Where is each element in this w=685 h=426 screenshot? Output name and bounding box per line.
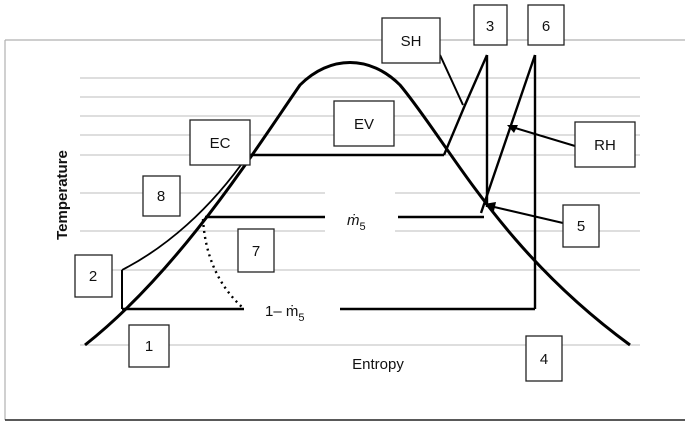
leader-5	[489, 205, 564, 224]
arrowhead-5	[484, 202, 496, 211]
state-box-5	[562, 204, 600, 248]
state-label-7: 7	[252, 243, 260, 260]
leader-sh	[439, 54, 464, 106]
saturation-dome	[84, 61, 631, 347]
leader-rh	[511, 126, 576, 147]
component-box-sh	[381, 17, 441, 64]
state-label-3: 3	[486, 18, 494, 35]
state-box-3	[473, 4, 508, 46]
stream-label-rest-symbol: 1– ṁ	[265, 303, 298, 320]
state-label-4: 4	[540, 351, 548, 368]
state-box-7	[237, 228, 275, 273]
stream-label-rest-subscript: 5	[298, 312, 304, 324]
component-box-ev	[333, 100, 395, 147]
dotted-condensate-line	[201, 218, 243, 308]
component-label-ev: EV	[354, 116, 374, 133]
stream-label-main: ṁ5	[347, 212, 366, 233]
component-label-ec: EC	[210, 135, 231, 152]
component-label-rh: RH	[594, 137, 616, 154]
stream-label-main-symbol: ṁ	[347, 212, 360, 229]
component-box-rh	[574, 121, 636, 168]
feedwater-heating-line	[121, 154, 249, 271]
y-axis-label: Temperature	[54, 150, 71, 240]
stream-label-main-subscript: 5	[360, 221, 366, 233]
state-label-1: 1	[145, 338, 153, 355]
state-label-6: 6	[542, 18, 550, 35]
state-box-6	[527, 4, 565, 46]
component-box-ec	[189, 119, 251, 166]
state-box-4	[525, 335, 563, 382]
reheat-line	[479, 54, 537, 214]
arrowhead-rh	[507, 125, 518, 133]
state-box-1	[128, 324, 170, 368]
state-box-2	[74, 254, 113, 298]
x-axis-label: Entropy	[352, 356, 404, 373]
state-label-2: 2	[89, 268, 97, 285]
stream-label-rest: 1– ṁ5	[265, 303, 304, 324]
state-box-8	[142, 175, 181, 217]
state-label-8: 8	[157, 188, 165, 205]
state-label-5: 5	[577, 218, 585, 235]
component-label-sh: SH	[401, 33, 422, 50]
superheat-line	[442, 54, 489, 156]
